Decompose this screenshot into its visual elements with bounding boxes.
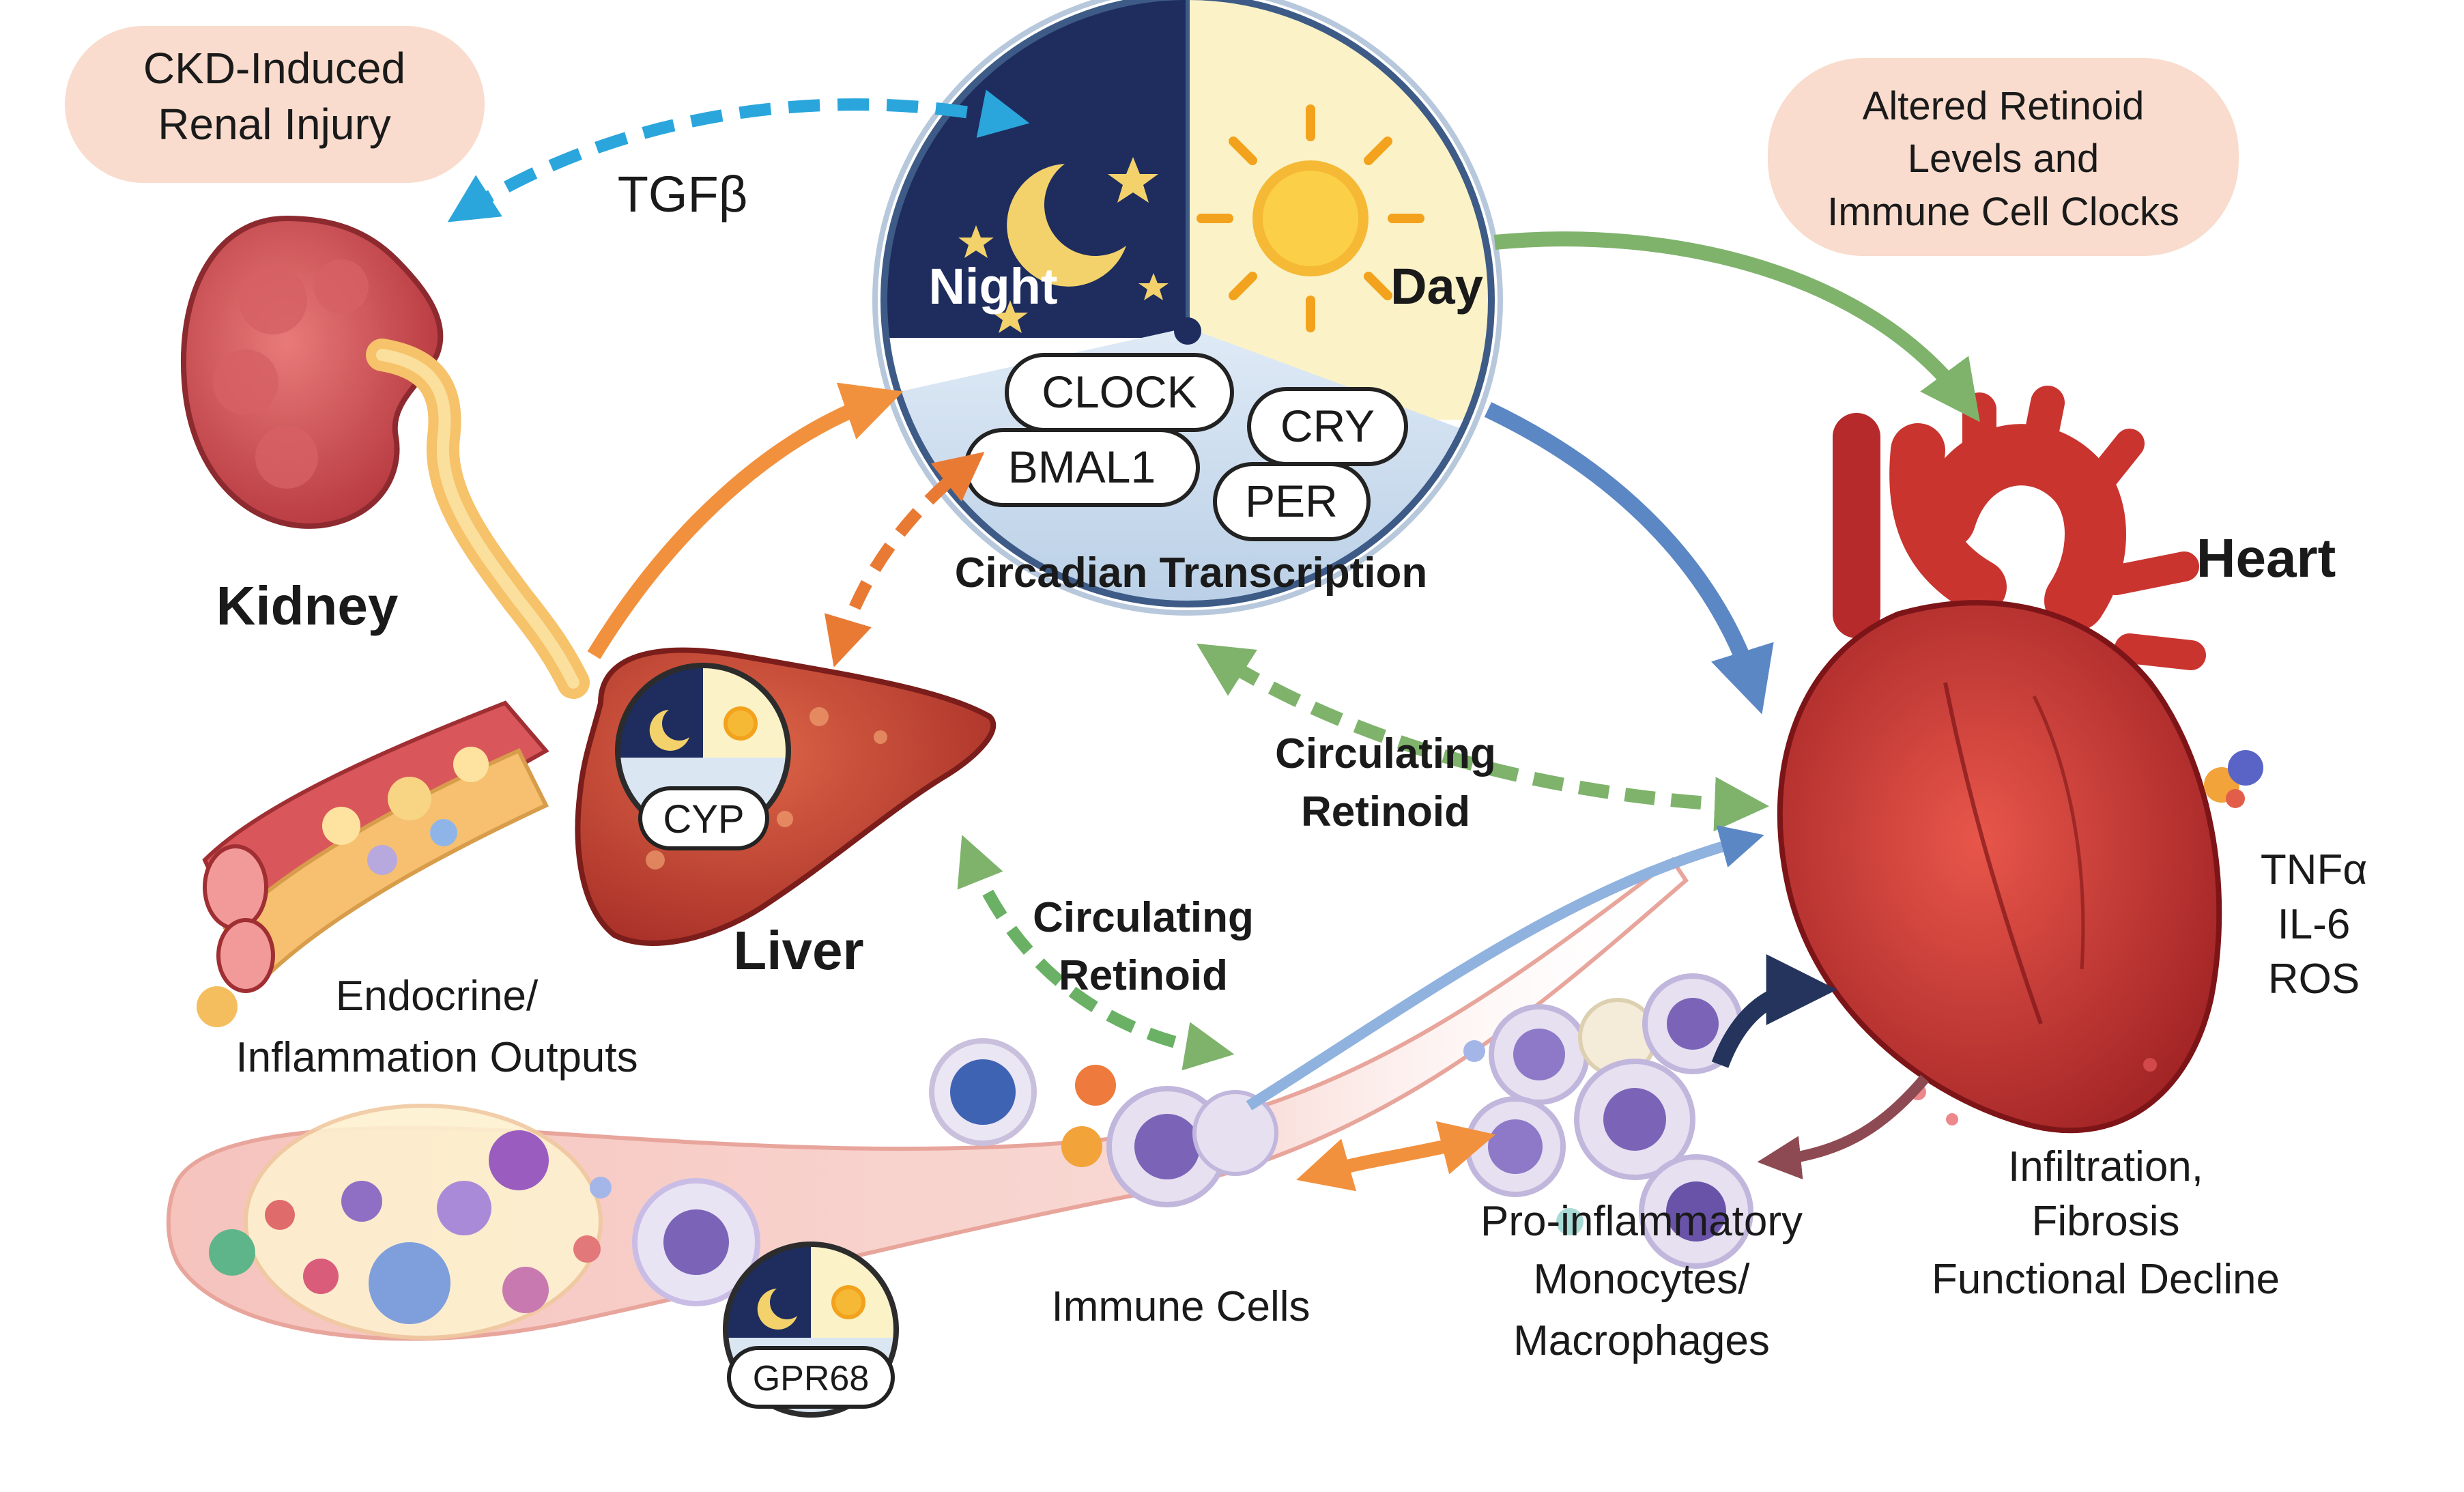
immune-macrophage-arrow xyxy=(1296,1121,1496,1192)
star-icon xyxy=(1108,157,1158,203)
cytokine-ros: ROS xyxy=(2268,956,2360,1003)
clock-to-heart-green-arrow xyxy=(1493,231,1980,422)
circulating-retinoid-lower-line1: Circulating xyxy=(1033,894,1254,941)
gene-pill-bmal1-label: BMAL1 xyxy=(1008,442,1156,492)
proinflammatory-label-line1: Pro-inflammatory xyxy=(1480,1198,1803,1245)
star-icon xyxy=(1138,273,1169,300)
circulating-retinoid-arrow-upper xyxy=(1196,643,1769,832)
mini-sun-icon xyxy=(831,1285,865,1319)
circadian-caption: Circadian Transcription xyxy=(955,549,1428,597)
retinoid-callout-line2: Levels and xyxy=(1908,137,2100,181)
cytokine-molecule-icon xyxy=(2204,750,2263,808)
immune-cells-cluster xyxy=(929,1038,1278,1207)
outcome-label-line3: Functional Decline xyxy=(1932,1256,2280,1303)
outcome-label-line2: Fibrosis xyxy=(2031,1198,2179,1245)
star-icon xyxy=(992,300,1028,333)
cyp-badge xyxy=(638,786,769,850)
circulating-retinoid-lower-line2: Retinoid xyxy=(1059,952,1228,999)
kidney-illustration xyxy=(180,215,590,699)
gpr68-badge-label: GPR68 xyxy=(753,1359,870,1398)
circulating-retinoid-upper-line1: Circulating xyxy=(1275,730,1496,777)
retinoid-callout-line3: Immune Cell Clocks xyxy=(1827,190,2179,234)
immune-cells-label: Immune Cells xyxy=(1052,1283,1310,1330)
liver-clock-arrow xyxy=(824,452,985,668)
moon-icon xyxy=(1007,164,1126,287)
star-icon xyxy=(958,225,994,258)
kidney-to-clock-arrow xyxy=(587,382,904,659)
retinoid-callout-line1: Altered Retinoid xyxy=(1863,84,2145,128)
tgfb-arrow xyxy=(447,89,1030,223)
macrophage-to-heart-arrow xyxy=(1711,954,1837,1068)
cyp-badge-label: CYP xyxy=(663,797,744,842)
mini-sun-icon xyxy=(724,706,758,741)
ckd-callout-bubble xyxy=(65,26,485,183)
clock-rim xyxy=(880,0,1495,607)
mini-moon-icon xyxy=(757,1289,797,1330)
gene-pill-clock-label: CLOCK xyxy=(1042,367,1197,417)
clock-center-pin xyxy=(1174,317,1201,345)
immune-to-heart-arrow xyxy=(1246,825,1764,1110)
clock-rim-outer xyxy=(872,0,1503,616)
cytokine-tnfa: TNFα xyxy=(2261,846,2367,893)
proinflammatory-label-line2: Monocytes/ xyxy=(1533,1256,1750,1303)
day-label: Day xyxy=(1390,258,1483,315)
artery-illustration xyxy=(197,700,549,1027)
proinflammatory-label-line3: Macrophages xyxy=(1513,1317,1770,1364)
heart-illustration xyxy=(1777,386,2222,1134)
outcome-label-line1: Infiltration, xyxy=(2008,1143,2203,1190)
mini-moon-icon xyxy=(649,710,689,751)
heart-to-macrophage-arrow xyxy=(1757,1074,1930,1180)
gene-pill-per xyxy=(1213,462,1371,541)
retinoid-callout: Altered Retinoid Levels and Immune Cell … xyxy=(1768,58,2239,256)
liver-label: Liver xyxy=(733,920,863,981)
sun-icon xyxy=(1197,104,1424,332)
tgfb-label: TGFβ xyxy=(618,166,748,223)
ckd-callout-line1: CKD-Induced xyxy=(143,44,405,93)
gene-pill-per-label: PER xyxy=(1245,476,1338,526)
heart-label: Heart xyxy=(2196,528,2336,588)
circulating-retinoid-arrow-lower xyxy=(957,835,1235,1071)
ckd-callout: CKD-Induced Renal Injury xyxy=(65,26,485,183)
endocrine-label-line2: Inflammation Outputs xyxy=(235,1034,638,1081)
cytokine-il6: IL-6 xyxy=(2278,901,2351,948)
circulating-retinoid-upper-line2: Retinoid xyxy=(1301,788,1470,835)
gene-pill-cry-label: CRY xyxy=(1280,401,1375,451)
endocrine-label-line1: Endocrine/ xyxy=(336,973,539,1020)
night-label: Night xyxy=(928,258,1057,315)
ckd-callout-line2: Renal Injury xyxy=(158,100,391,149)
blood-vessel-illustration xyxy=(166,857,1689,1341)
gpr68-badge xyxy=(727,1346,895,1409)
retinoid-callout-bubble xyxy=(1768,58,2239,256)
clock-to-heart-blue-arrow xyxy=(1484,402,1774,715)
kidney-label: Kidney xyxy=(216,575,399,636)
